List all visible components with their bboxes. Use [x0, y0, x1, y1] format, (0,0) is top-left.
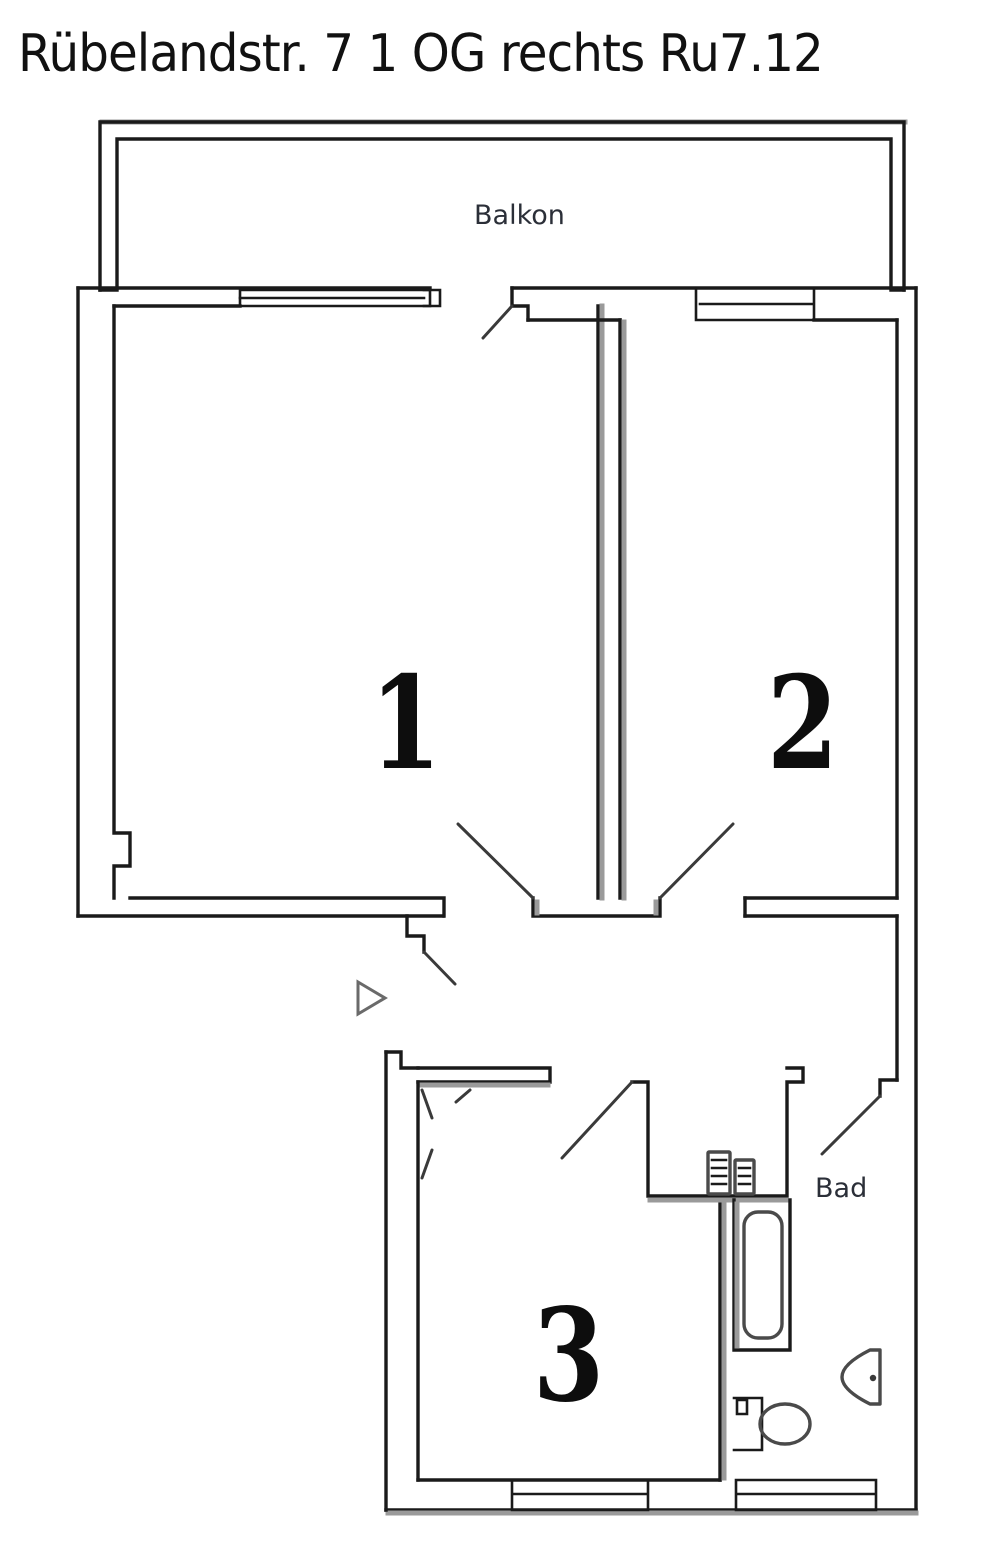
- toilet-flush: [735, 1398, 749, 1416]
- meter-small-lines: [737, 1166, 752, 1186]
- entrance-door-leaf[interactable]: [422, 950, 457, 986]
- room-bad: [732, 1078, 899, 1512]
- window-frame: [734, 1478, 878, 1512]
- window-jamb: [422, 288, 442, 308]
- corridor-upper: [481, 286, 627, 901]
- bathtub-surround: [732, 1198, 792, 1352]
- apartment-outer-walls: [76, 286, 919, 1516]
- room-number-2: 2: [767, 649, 839, 799]
- door-leaf-room3[interactable]: [560, 1080, 634, 1160]
- room-number-1: 1: [370, 649, 442, 799]
- niche-left-wall: [630, 1080, 722, 1198]
- balkon-inner-wall: [115, 137, 893, 290]
- door-leaf-room1[interactable]: [456, 822, 535, 900]
- entrance-door-jamb: [405, 914, 426, 954]
- closet-partition: [416, 1066, 552, 1084]
- wc-niche: [560, 1066, 805, 1203]
- balkon-outer-wall: [98, 120, 906, 292]
- page-title: Rübelandstr. 7 1 OG rechts Ru7.12: [18, 24, 824, 84]
- room-zimmer-3: [384, 1050, 727, 1512]
- toilet-cistern: [732, 1396, 764, 1452]
- toilet-bowl: [758, 1402, 812, 1446]
- window-room2-top: [694, 286, 816, 322]
- meter-large-lines: [710, 1158, 728, 1186]
- door-leaf-room2[interactable]: [658, 822, 735, 900]
- window-room1-top: [238, 288, 442, 308]
- washbasin-icon: [840, 1348, 882, 1406]
- bathroom-door-jamb: [878, 1078, 899, 1098]
- room-zimmer-2: [694, 286, 899, 918]
- room-number-3: 3: [533, 1281, 605, 1431]
- closet-door-leaf-a[interactable]: [420, 1088, 434, 1120]
- closet-door-leaf-b[interactable]: [420, 1148, 434, 1180]
- niche-right-wall: [718, 1066, 805, 1198]
- room-zimmer-1: [112, 288, 605, 918]
- bathtub-icon: [732, 1198, 792, 1352]
- bathtub-basin: [742, 1210, 784, 1340]
- bathroom-door-leaf[interactable]: [820, 1094, 882, 1156]
- doors-upper-rooms: [456, 822, 735, 918]
- balcony-door-jamb: [510, 286, 530, 322]
- room-label-balkon: Balkon: [474, 200, 565, 231]
- window-frame: [510, 1478, 650, 1512]
- entrance-arrow-icon: [356, 979, 388, 1017]
- room1-inner-bottom-wall: [128, 896, 446, 918]
- washbasin-drain: [869, 1374, 877, 1382]
- room-flur: [356, 914, 899, 1082]
- room-balkon: [98, 119, 908, 292]
- window-room3-bottom: [510, 1478, 650, 1512]
- meter-large-icon: [706, 1150, 732, 1196]
- toilet-icon: [732, 1396, 812, 1452]
- window-bad-bottom: [734, 1478, 878, 1512]
- meter-small-icon: [733, 1158, 756, 1196]
- room3-top-left-step: [384, 1050, 420, 1070]
- room1-inner-left-wall: [112, 304, 132, 900]
- closet-handle-mark: [454, 1088, 472, 1104]
- door-threshold-block: [531, 896, 662, 918]
- balcony-door-leaf[interactable]: [481, 304, 514, 340]
- washbasin-bowl: [840, 1348, 882, 1406]
- room-label-bad: Bad: [815, 1173, 868, 1204]
